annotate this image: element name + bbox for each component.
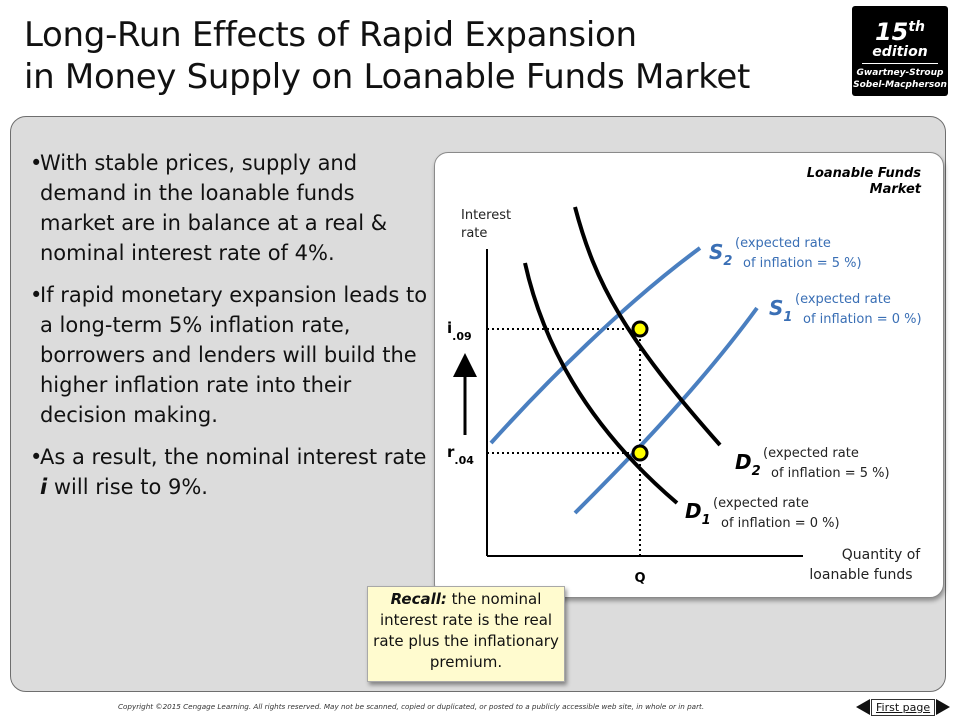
r-label: r.04 [447, 443, 474, 467]
y-axis-label-1: Interest [461, 208, 511, 223]
bullet-text: As a result, the nominal interest rate i… [40, 445, 427, 499]
bullet-text: With stable prices, supply and demand in… [40, 151, 388, 265]
recall-note: Recall: the nominal interest rate is the… [367, 586, 565, 682]
slide-title: Long-Run Effects of Rapid Expansion in M… [24, 14, 844, 98]
bullet-list: •With stable prices, supply and demand i… [30, 148, 430, 514]
loanable-funds-diagram: Loanable Funds Market Interest rate Quan… [434, 152, 944, 598]
diagram-title-line-1: Loanable Funds [807, 166, 922, 181]
bullet-item: •With stable prices, supply and demand i… [30, 148, 430, 268]
d1-curve [523, 262, 679, 505]
title-line-2: in Money Supply on Loanable Funds Market [24, 57, 751, 97]
d2-curve [573, 206, 722, 447]
s1-note-1: (expected rate [795, 292, 891, 307]
s2-label: S2 [709, 240, 732, 269]
s2-note-1: (expected rate [735, 236, 831, 251]
bullet-item: •As a result, the nominal interest rate … [30, 442, 430, 502]
y-axis-label-2: rate [461, 226, 487, 241]
equilibrium-point-low [631, 444, 649, 462]
bullet-text: If rapid monetary expansion leads to a l… [40, 283, 428, 427]
d1-note-1: (expected rate [713, 496, 809, 511]
first-page-link[interactable]: First page [871, 698, 936, 716]
d2-note-2: of inflation = 5 %) [771, 466, 890, 481]
title-line-1: Long-Run Effects of Rapid Expansion [24, 15, 637, 55]
q-label: Q [634, 571, 645, 586]
s1-curve [573, 306, 759, 515]
d2-note-1: (expected rate [763, 446, 859, 461]
s1-note-2: of inflation = 0 %) [803, 312, 922, 327]
badge-authors-1: Gwartney-Stroup [856, 68, 944, 78]
s2-note-2: of inflation = 5 %) [743, 256, 862, 271]
i-label: i.09 [447, 319, 472, 343]
slide-navigation: First page [856, 697, 951, 717]
badge-authors-2: Sobel-Macpherson [853, 80, 947, 90]
previous-arrow-icon[interactable] [856, 699, 870, 715]
diagram-svg: Loanable Funds Market Interest rate Quan… [447, 166, 922, 586]
edition-word: edition [872, 44, 928, 60]
next-arrow-icon[interactable] [936, 699, 951, 715]
copyright-notice: Copyright ©2015 Cengage Learning. All ri… [118, 702, 705, 711]
recall-label: Recall: [390, 590, 447, 608]
edition-badge: 15th edition Gwartney-Stroup Sobel-Macph… [852, 6, 948, 96]
d1-note-2: of inflation = 0 %) [721, 516, 840, 531]
d2-label: D2 [735, 450, 761, 479]
s2-curve [489, 246, 702, 445]
d1-label: D1 [685, 499, 711, 528]
recall-text: the nominal interest rate is the real ra… [373, 590, 559, 671]
nominal-rate-symbol: i [40, 475, 48, 499]
equilibrium-point-high [631, 320, 649, 338]
diagram-title-line-2: Market [870, 182, 922, 197]
bullet-item: •If rapid monetary expansion leads to a … [30, 280, 430, 430]
badge-divider [862, 63, 938, 64]
s1-label: S1 [769, 296, 792, 325]
x-axis-label-2: loanable funds [809, 567, 912, 583]
x-axis-label-1: Quantity of [842, 547, 922, 563]
edition-suffix: th [908, 19, 926, 35]
edition-number: 15th [874, 18, 926, 46]
